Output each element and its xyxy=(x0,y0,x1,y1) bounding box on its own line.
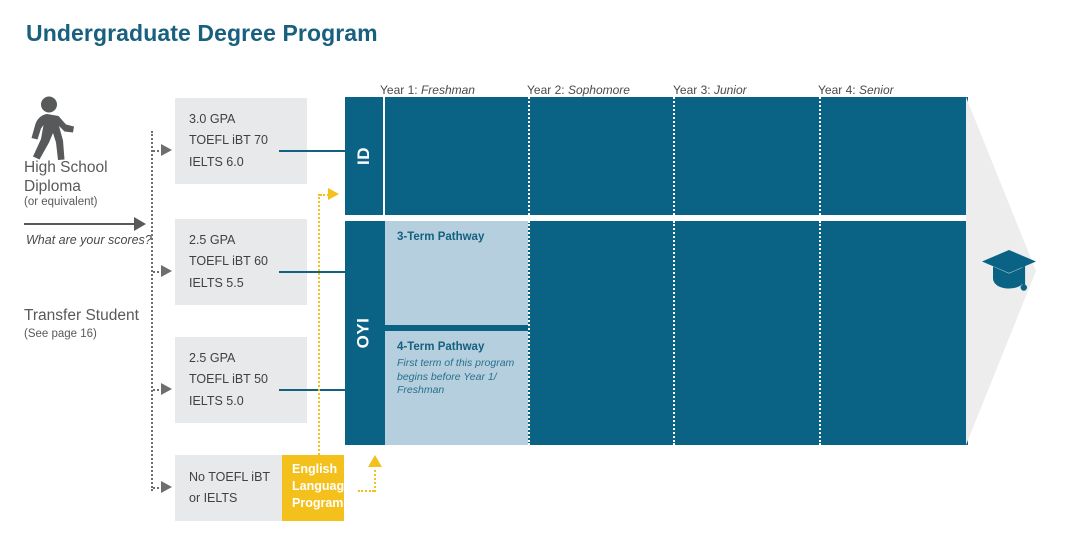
year-prefix: Year 4: xyxy=(818,83,856,97)
year-divider-1-oyi xyxy=(528,221,530,445)
requirement-connector-1 xyxy=(279,150,345,152)
track-tab-oyi[interactable]: OYI xyxy=(345,221,382,445)
requirement-line: or IELTS xyxy=(189,491,238,505)
pathway-4-term[interactable]: 4-Term Pathway First term of this progra… xyxy=(385,331,528,445)
requirement-line: TOEFL iBT 70 xyxy=(189,133,268,148)
elp-route-vertical xyxy=(318,194,320,459)
routing-bus-line xyxy=(151,131,153,491)
bus-arrow-head-2 xyxy=(161,265,172,277)
pathway-title: 4-Term Pathway xyxy=(397,341,485,353)
requirement-box-2[interactable]: 2.5 GPA TOEFL iBT 60 IELTS 5.5 xyxy=(175,219,307,305)
year-label-2: Year 2: Sophomore xyxy=(527,83,630,97)
high-school-diploma-label: High School Diploma xyxy=(24,159,108,195)
scores-question-label: What are your scores? xyxy=(26,233,152,247)
year-divider-2-oyi xyxy=(673,221,675,445)
elp-route-stub xyxy=(320,194,332,196)
bus-arrow-head-1 xyxy=(161,144,172,156)
requirement-line: TOEFL iBT 50 xyxy=(189,372,268,387)
bus-stub-2 xyxy=(153,271,167,273)
requirement-line: 2.5 GPA xyxy=(189,232,236,247)
requirement-box-1[interactable]: 3.0 GPA TOEFL iBT 70 IELTS 6.0 xyxy=(175,98,307,184)
requirement-connector-3 xyxy=(279,389,345,391)
elp-feeder-stub xyxy=(358,490,374,492)
transfer-student-sublabel: (See page 16) xyxy=(24,328,97,340)
requirement-line: TOEFL iBT 60 xyxy=(189,254,268,269)
elp-route-arrow-head xyxy=(328,188,339,200)
year-divider-2-id xyxy=(673,97,675,215)
bus-stub-1 xyxy=(153,150,167,152)
requirement-connector-2 xyxy=(279,271,345,273)
page-title: Undergraduate Degree Program xyxy=(26,20,378,46)
track-band-id xyxy=(345,97,968,215)
year-name: Sophomore xyxy=(567,83,630,97)
year-prefix: Year 3: xyxy=(673,83,711,97)
year-divider-1-id xyxy=(528,97,530,215)
pathway-3-term[interactable]: 3-Term Pathway xyxy=(385,221,528,325)
track-id-divider xyxy=(383,97,385,215)
requirement-box-3[interactable]: 2.5 GPA TOEFL iBT 50 IELTS 5.0 xyxy=(175,337,307,423)
requirement-line: IELTS 5.0 xyxy=(189,393,244,408)
entry-arrow-head xyxy=(134,217,146,231)
walking-person-icon xyxy=(24,96,80,162)
elp-feeder-arrow-head xyxy=(368,455,382,467)
bus-stub-3 xyxy=(153,389,167,391)
year-label-1: Year 1: Freshman xyxy=(380,83,475,97)
elp-feeder-vertical xyxy=(374,470,376,492)
year-prefix: Year 2: xyxy=(527,83,565,97)
requirement-line: IELTS 5.5 xyxy=(189,275,244,290)
requirement-line: IELTS 6.0 xyxy=(189,154,244,169)
transfer-student-label: Transfer Student xyxy=(24,307,139,324)
english-language-program-box[interactable]: English Language Program xyxy=(282,455,351,521)
program-timeline: ID OYI 3-Term Pathway 4-Term Pathway Fir… xyxy=(345,97,968,445)
entry-arrow-line xyxy=(24,223,136,225)
year-label-3: Year 3: Junior xyxy=(673,83,747,97)
year-name: Freshman xyxy=(420,83,475,97)
year-label-4: Year 4: Senior xyxy=(818,83,894,97)
year-name: Senior xyxy=(858,83,894,97)
pathway-title: 3-Term Pathway xyxy=(397,231,485,243)
graduation-cap-icon xyxy=(981,248,1037,292)
year-name: Junior xyxy=(713,83,747,97)
high-school-diploma-sublabel: (or equivalent) xyxy=(24,196,98,208)
track-tab-id[interactable]: ID xyxy=(345,97,382,215)
year-divider-3-oyi xyxy=(819,221,821,445)
track-tab-label: ID xyxy=(353,147,373,165)
year-divider-3-id xyxy=(819,97,821,215)
requirement-line: 2.5 GPA xyxy=(189,350,236,365)
requirement-line: 3.0 GPA xyxy=(189,111,236,126)
track-tab-label: OYI xyxy=(353,317,373,349)
year-prefix: Year 1: xyxy=(380,83,418,97)
requirement-line: No TOEFL iBT xyxy=(189,469,271,484)
bus-arrow-head-4 xyxy=(161,481,172,493)
bus-arrow-head-3 xyxy=(161,383,172,395)
bus-stub-4 xyxy=(153,487,167,489)
pathway-note: First term of this program begins before… xyxy=(397,357,515,396)
